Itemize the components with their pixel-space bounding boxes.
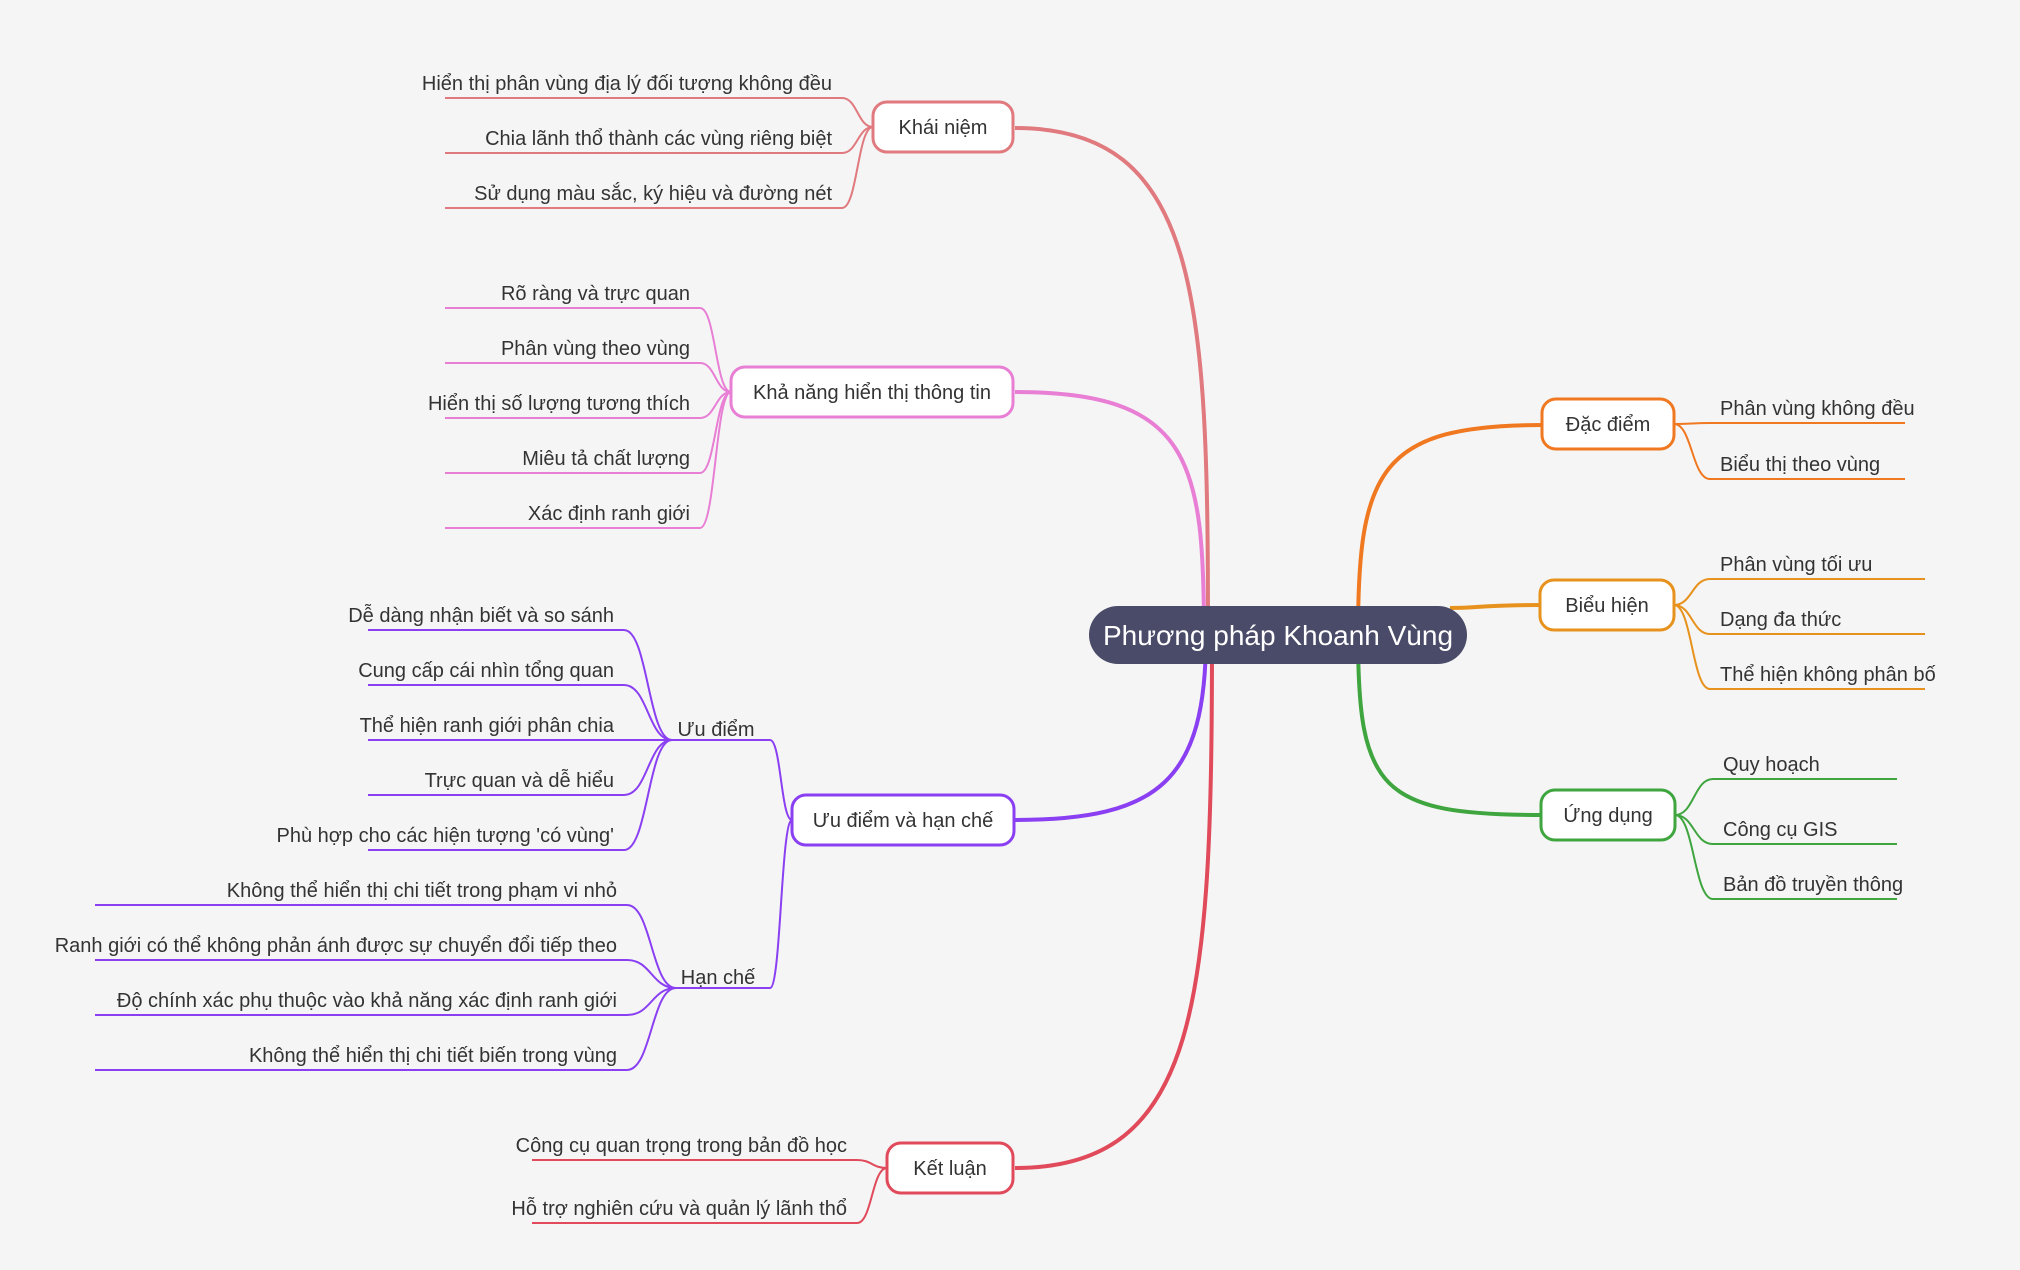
leaf-connector-dac-diem-0 — [1673, 422, 1711, 425]
leaf-connector-ket-luan-0 — [856, 1159, 888, 1169]
leaf-uu-diem-1: Cung cấp cái nhìn tổng quan — [358, 660, 614, 682]
leaf-connector-kha-nang-4 — [699, 391, 732, 529]
leaf-connector-uu-diem-3 — [623, 739, 673, 796]
leaf-uu-diem-4: Phù hợp cho các hiện tượng 'có vùng' — [277, 825, 614, 847]
trunk-ung-dung — [1356, 634, 1543, 817]
branch-label-kha-nang: Khả năng hiển thị thông tin — [753, 382, 991, 404]
branch-node-dac-diem[interactable] — [1540, 397, 1676, 451]
leaf-connector-han-che-3 — [626, 987, 677, 1071]
leaf-connector-ket-luan-1 — [856, 1167, 888, 1224]
trunk-ket-luan — [1014, 634, 1214, 1170]
branch-node-uu-diem-han-che[interactable] — [790, 793, 1016, 847]
leaf-uu-diem-2: Thể hiện ranh giới phân chia — [360, 715, 615, 737]
branch-node-bieu-hien[interactable] — [1538, 578, 1676, 632]
leaf-ung-dung-2: Bản đồ truyền thông — [1723, 874, 1903, 896]
leaf-han-che-2: Độ chính xác phụ thuộc vào khả năng xác … — [117, 990, 617, 1012]
leaf-connector-kha-nang-1 — [699, 362, 732, 393]
leaf-kha-nang-2: Hiển thị số lượng tương thích — [428, 393, 690, 415]
leaf-connector-han-che-2 — [626, 987, 677, 1016]
leaf-connector-bieu-hien-0 — [1673, 578, 1711, 606]
branch-node-ket-luan[interactable] — [885, 1141, 1015, 1195]
leaf-han-che-0: Không thể hiển thị chi tiết trong phạm v… — [227, 880, 617, 902]
subnode-connector-han-che — [769, 819, 793, 989]
leaf-connector-dac-diem-1 — [1673, 423, 1711, 480]
trunk-dac-diem — [1356, 423, 1543, 636]
leaf-bieu-hien-1: Dạng đa thức — [1720, 609, 1841, 631]
trunk-uu-diem-han-che — [1014, 634, 1208, 822]
leaf-connector-bieu-hien-2 — [1673, 604, 1711, 690]
trunk-kha-nang — [1014, 390, 1206, 636]
leaf-connector-uu-diem-1 — [623, 684, 673, 741]
subnode-uu-diem[interactable]: Ưu điểm — [677, 719, 754, 741]
leaf-connector-ung-dung-2 — [1674, 814, 1714, 900]
leaf-ung-dung-0: Quy hoạch — [1723, 754, 1820, 776]
leaf-ket-luan-0: Công cụ quan trọng trong bản đồ học — [516, 1135, 847, 1157]
leaf-bieu-hien-2: Thể hiện không phân bố — [1720, 664, 1936, 686]
branch-label-ung-dung: Ứng dụng — [1563, 804, 1652, 827]
leaf-khai-niem-2: Sử dụng màu sắc, ký hiệu và đường nét — [474, 182, 832, 205]
leaf-han-che-3: Không thể hiển thị chi tiết biến trong v… — [249, 1045, 617, 1067]
leaf-khai-niem-1: Chia lãnh thổ thành các vùng riêng biệt — [485, 128, 832, 150]
trunk-khai-niem — [1014, 126, 1210, 636]
leaf-connector-uu-diem-0 — [623, 629, 673, 741]
leaf-kha-nang-3: Miêu tả chất lượng — [522, 448, 690, 470]
leaf-kha-nang-4: Xác định ranh giới — [528, 503, 690, 525]
branch-label-khai-niem: Khái niệm — [899, 117, 988, 139]
leaf-connector-han-che-1 — [626, 959, 677, 989]
leaf-uu-diem-3: Trực quan và dễ hiểu — [425, 769, 614, 792]
leaf-bieu-hien-0: Phân vùng tối ưu — [1720, 554, 1872, 576]
leaf-connector-kha-nang-0 — [699, 307, 732, 393]
trunk-bieu-hien — [1449, 603, 1543, 610]
connectors — [95, 97, 1925, 1224]
branch-node-kha-nang[interactable] — [729, 365, 1015, 419]
leaf-khai-niem-0: Hiển thị phân vùng địa lý đối tượng khôn… — [422, 73, 832, 95]
leaf-dac-diem-1: Biểu thị theo vùng — [1720, 454, 1880, 476]
leaf-connector-ung-dung-0 — [1674, 778, 1714, 816]
leaf-connector-khai-niem-0 — [841, 97, 874, 128]
leaf-uu-diem-0: Dễ dàng nhận biết và so sánh — [348, 604, 614, 627]
leaf-kha-nang-0: Rõ ràng và trực quan — [501, 283, 690, 305]
branch-label-bieu-hien: Biểu hiện — [1565, 595, 1648, 617]
leaf-ket-luan-1: Hỗ trợ nghiên cứu và quản lý lãnh thổ — [511, 1197, 847, 1220]
branch-node-khai-niem[interactable] — [871, 100, 1015, 154]
branch-label-dac-diem: Đặc điểm — [1566, 414, 1650, 436]
branch-node-ung-dung[interactable] — [1539, 788, 1677, 842]
leaf-dac-diem-0: Phân vùng không đều — [1720, 398, 1915, 420]
leaf-han-che-1: Ranh giới có thể không phản ánh được sự … — [55, 935, 617, 957]
leaf-kha-nang-1: Phân vùng theo vùng — [501, 338, 690, 360]
root-node[interactable] — [1089, 606, 1467, 664]
leaf-connector-khai-niem-2 — [841, 126, 874, 209]
branch-label-uu-diem-han-che: Ưu điểm và hạn chế — [813, 810, 994, 832]
subnode-han-che[interactable]: Hạn chế — [681, 967, 756, 989]
branch-label-ket-luan: Kết luận — [913, 1158, 986, 1180]
subnode-connector-uu-diem — [769, 739, 793, 821]
leaf-connector-han-che-0 — [626, 904, 677, 989]
root-label: Phương pháp Khoanh Vùng — [1103, 620, 1453, 651]
leaf-ung-dung-1: Công cụ GIS — [1723, 819, 1838, 841]
leaf-connector-uu-diem-4 — [623, 739, 673, 851]
